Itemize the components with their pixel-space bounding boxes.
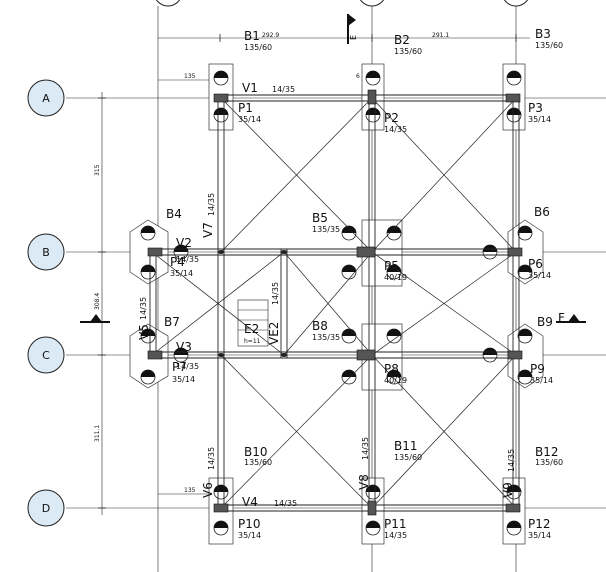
beam-b5-label: B5 xyxy=(312,211,328,225)
girder-v5-label: V5 xyxy=(137,324,151,340)
beam-b12-label: B12 xyxy=(535,445,559,459)
beam-b12-size: 135/60 xyxy=(535,458,563,467)
girder-v9-label: V9 xyxy=(501,482,515,498)
beams xyxy=(149,94,520,512)
svg-text:F: F xyxy=(558,311,565,325)
column-p10-label: P10 xyxy=(238,517,261,531)
girder-v8-label: V8 xyxy=(357,474,371,490)
beam-b1-label: B1 xyxy=(244,29,260,43)
stair-symbol xyxy=(237,299,269,347)
col-bubble-1 xyxy=(155,0,181,7)
column-p6-size: 35/14 xyxy=(528,271,551,280)
girder-v3-size: 14/35 xyxy=(176,362,199,371)
column-p9-label: P9 xyxy=(530,362,545,376)
column-p3-size: 35/14 xyxy=(528,115,551,124)
column-p10-size: 35/14 xyxy=(238,531,261,540)
girder-v7-label: V7 xyxy=(201,222,215,238)
stair-height: h=11 xyxy=(244,338,261,345)
beam-b11-size: 135/60 xyxy=(394,453,422,462)
svg-text:E: E xyxy=(349,35,358,40)
beam-b8-size: 135/35 xyxy=(312,333,340,342)
col-bubble-2 xyxy=(359,0,385,7)
dim-top-left: 292.9 xyxy=(262,32,279,39)
column-p8-label: P8 xyxy=(384,362,399,376)
beam-b10-size: 135/60 xyxy=(244,458,272,467)
column-p8-size: 40/19 xyxy=(384,376,407,385)
column-blocks xyxy=(147,89,523,516)
beam-b6-label: B6 xyxy=(534,205,550,219)
row-bubble-c: C xyxy=(27,336,65,374)
column-p9-size: 35/14 xyxy=(530,376,553,385)
svg-text:A: A xyxy=(42,92,50,105)
beam-b10-label: B10 xyxy=(244,445,268,459)
dim-left-315: 315 xyxy=(94,164,101,176)
girder-v4-size: 14/35 xyxy=(274,499,297,508)
stair-label: E2 xyxy=(244,322,259,336)
girder-v4-label: V4 xyxy=(242,495,258,509)
dim-135-bottom: 135 xyxy=(184,487,196,494)
svg-text:B: B xyxy=(42,246,50,259)
dim-left-308: 308.4 xyxy=(94,293,101,310)
girder-v6-size: 14/35 xyxy=(207,447,216,470)
column-p5-size: 40/19 xyxy=(384,273,407,282)
slab-diagonals xyxy=(151,97,517,509)
beam-b2-label: B2 xyxy=(394,33,410,47)
section-mark-e: E xyxy=(347,14,358,44)
girder-v5-size: 14/35 xyxy=(139,297,148,320)
beam-b2-size: 135/60 xyxy=(394,47,422,56)
column-p11-label: P11 xyxy=(384,517,407,531)
beam-b8-label: B8 xyxy=(312,319,328,333)
beam-b11-label: B11 xyxy=(394,439,418,453)
girder-v3-label: V3 xyxy=(176,340,192,354)
girder-v7-size: 14/35 xyxy=(207,193,216,216)
girder-v1-label: V1 xyxy=(242,81,258,95)
section-mark-f-right: F xyxy=(556,311,586,325)
pile-symbols xyxy=(140,70,533,536)
column-p4-label: P4 xyxy=(170,255,185,269)
dim-left-311: 311.1 xyxy=(94,425,101,442)
beam-node-dots xyxy=(218,250,287,357)
column-p12-size: 35/14 xyxy=(528,531,551,540)
girder-v1-size: 14/35 xyxy=(272,85,295,94)
column-p5-label: P5 xyxy=(384,259,399,273)
column-p7-size: 35/14 xyxy=(172,375,195,384)
girder-ve2-size: 14/35 xyxy=(271,282,280,305)
girder-v9-size: 14/35 xyxy=(507,449,516,472)
row-bubble-b: B xyxy=(27,233,65,271)
girder-v6-label: V6 xyxy=(201,482,215,498)
dim-135-top: 135 xyxy=(184,73,196,80)
row-bubble-a: A xyxy=(27,79,65,117)
beam-b3-label: B3 xyxy=(535,27,551,41)
row-bubble-d: D xyxy=(27,489,65,527)
beam-b9-label: B9 xyxy=(537,315,553,329)
column-p1-label: P1 xyxy=(238,101,253,115)
svg-text:D: D xyxy=(42,502,50,515)
column-p1-size: 35/14 xyxy=(238,115,261,124)
column-p7-label: P7 xyxy=(172,360,187,374)
beam-b3-size: 135/60 xyxy=(535,41,563,50)
column-p2-size: 14/35 xyxy=(384,125,407,134)
dim-66: 6 6 xyxy=(356,73,366,80)
column-p2-label: P2 xyxy=(384,111,399,125)
girder-v8-size: 14/35 xyxy=(361,437,370,460)
beam-b1-size: 135/60 xyxy=(244,43,272,52)
column-p12-label: P12 xyxy=(528,517,551,531)
column-p11-size: 14/35 xyxy=(384,531,407,540)
column-p4-size: 35/14 xyxy=(170,269,193,278)
dim-top-right: 291.1 xyxy=(432,32,449,39)
column-p6-label: P6 xyxy=(528,257,543,271)
col-bubble-3 xyxy=(503,0,529,7)
svg-text:C: C xyxy=(42,349,50,362)
girder-v2-label: V2 xyxy=(176,236,192,250)
girder-ve2-label: VE2 xyxy=(267,322,281,345)
column-p3-label: P3 xyxy=(528,101,543,115)
section-mark-f-left xyxy=(80,314,110,323)
beam-b5-size: 135/35 xyxy=(312,225,340,234)
beam-b7-label: B7 xyxy=(164,315,180,329)
girder-v2-size: 14/35 xyxy=(176,255,199,264)
beam-b4-label: B4 xyxy=(166,207,182,221)
